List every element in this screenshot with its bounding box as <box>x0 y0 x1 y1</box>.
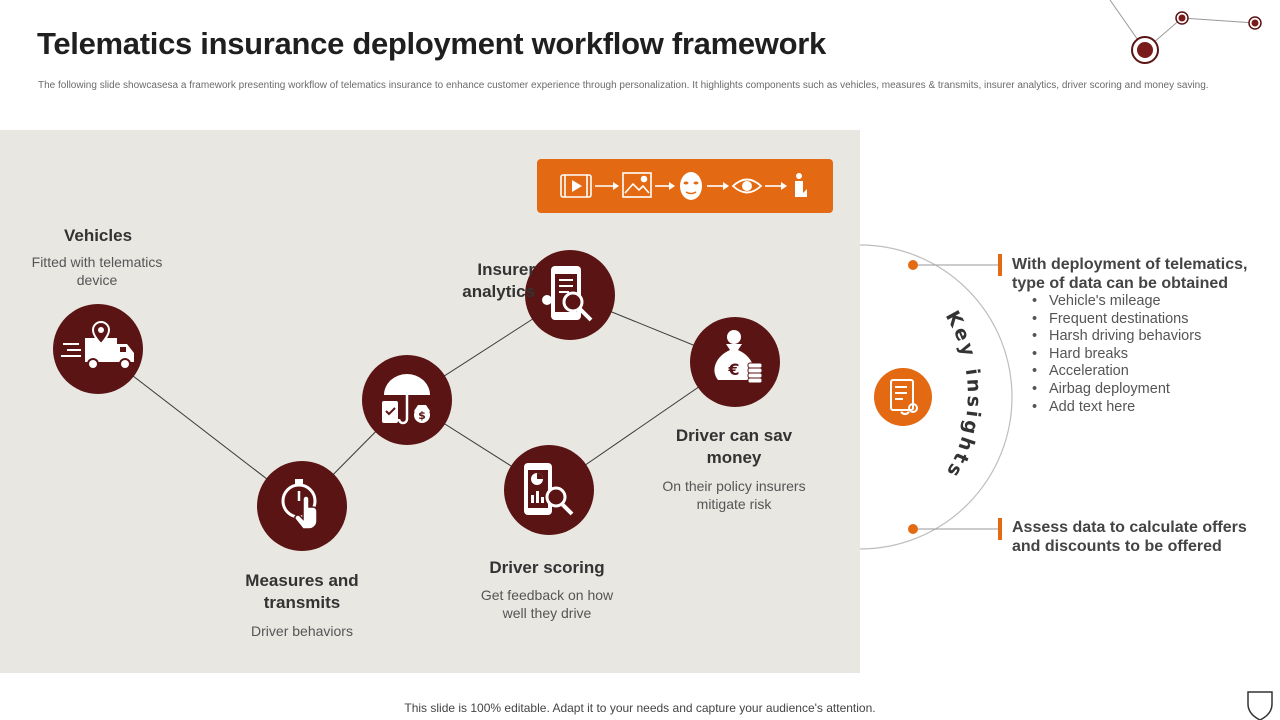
video-icon <box>560 174 592 198</box>
mobile-chart-search-icon <box>524 463 574 516</box>
list-item: Vehicle's mileage <box>1032 293 1201 311</box>
list-item: Acceleration <box>1032 363 1201 381</box>
saving-desc: On their policy insurers mitigate risk <box>662 478 806 512</box>
analytics-label: Insurer analytics <box>462 260 535 301</box>
key-insights-badge <box>874 368 932 426</box>
list-item: Add text here <box>1032 399 1201 417</box>
scoring-desc: Get feedback on how well they drive <box>480 587 614 621</box>
page-title: Telematics insurance deployment workflow… <box>37 26 826 61</box>
coverage-node: $ <box>362 355 452 445</box>
touch-icon <box>795 173 807 197</box>
stopwatch-touch-icon <box>281 479 318 530</box>
list-item: Frequent destinations <box>1032 311 1201 329</box>
measures-node <box>257 461 347 551</box>
decorative-network-icon <box>1109 0 1262 64</box>
svg-text:$: $ <box>418 409 426 422</box>
mobile-analytics-icon <box>542 266 593 322</box>
vehicles-node <box>53 304 143 394</box>
eye-icon <box>731 178 763 194</box>
umbrella-money-icon: $ <box>382 374 430 425</box>
vehicles-desc: Fitted with telematics device <box>31 254 163 288</box>
measures-label: Measures and transmits <box>245 571 359 612</box>
delivery-truck-icon <box>61 320 134 370</box>
page-subtitle: The following slide showcasesa a framewo… <box>38 80 1209 91</box>
insight2-accent-bar <box>998 518 1002 540</box>
list-item: Airbag deployment <box>1032 381 1201 399</box>
scoring-label: Driver scoring <box>489 558 605 577</box>
insight2-heading: Assess data to calculate offers and disc… <box>1012 519 1247 555</box>
face-mask-icon <box>680 172 702 200</box>
measures-desc: Driver behaviors <box>251 623 353 639</box>
list-item: Hard breaks <box>1032 346 1201 364</box>
footer-note: This slide is 100% editable. Adapt it to… <box>404 701 876 715</box>
list-item: Harsh driving behaviors <box>1032 328 1201 346</box>
vehicles-label: Vehicles <box>63 226 133 245</box>
insight1-list: Vehicle's mileage Frequent destinations … <box>1032 293 1201 416</box>
insight1-accent-bar <box>998 254 1002 276</box>
saving-node: € <box>690 317 780 407</box>
euro-money-bag-icon: € <box>714 330 763 384</box>
process-strip <box>537 159 833 213</box>
checklist-icon <box>890 379 918 415</box>
analytics-node <box>525 250 615 340</box>
insight1-heading: With deployment of telematics, type of d… <box>1012 256 1248 292</box>
image-icon <box>622 172 652 198</box>
scoring-node <box>504 445 594 535</box>
saving-label: Driver can sav money <box>675 426 793 467</box>
svg-text:€: € <box>727 360 739 379</box>
